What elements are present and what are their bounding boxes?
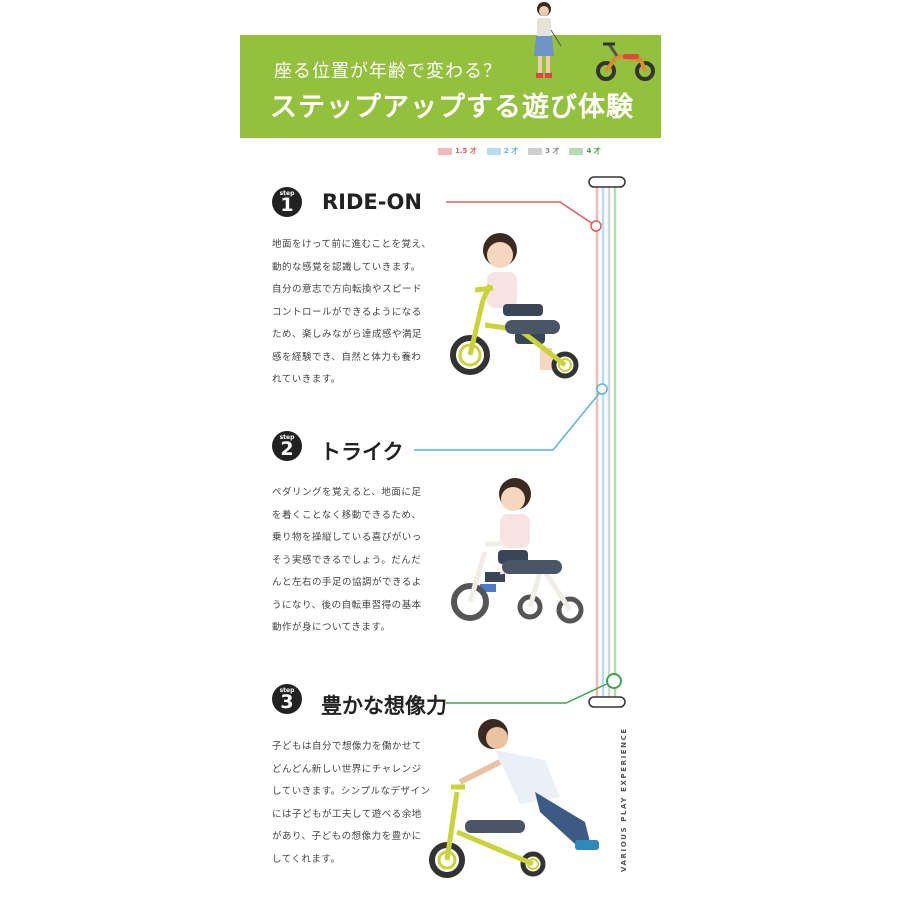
legend-swatch (569, 147, 584, 155)
step1-child-photo (450, 233, 579, 379)
step1-body: 地面をけって前に進むことを覚え、 動的な感覚を認識していきます。 自分の意志で方… (272, 234, 450, 392)
connector-step3 (446, 680, 614, 704)
legend-swatch (438, 147, 452, 155)
step3-child-photo (429, 719, 599, 878)
step2-badge: step 2 (272, 431, 302, 461)
step3-title: 豊かな想像力 (321, 694, 447, 718)
text-line: 動作が身についてきます。 (272, 622, 391, 633)
girl-photo (534, 2, 561, 78)
legend-label: 4 才 (586, 147, 601, 155)
connector-step1 (446, 201, 597, 227)
connector-dot-step1 (590, 220, 602, 232)
legend-swatch (486, 147, 501, 155)
legend-swatch (528, 147, 543, 155)
banner-title: ステップアップする遊び体験 (270, 92, 634, 123)
text-line: ペダリングを覚えると、地面に足 (272, 487, 422, 498)
step-word: step (279, 190, 295, 197)
text-line: 動的な感覚を認識していきます。 (272, 261, 421, 273)
text-line: 子どもは自分で想像力を働かせて (272, 741, 423, 752)
text-line: してくれます。 (272, 853, 341, 865)
legend-label: 2 才 (503, 147, 519, 155)
age-legend: 1.5 才 2 才 3 才 4 才 (438, 145, 601, 157)
text-line: には子どもが工夫して遊べる余地 (272, 808, 422, 820)
text-line: れていきます。 (272, 374, 341, 385)
text-line: コントロールができるようになる (272, 306, 422, 318)
step-number: 3 (280, 691, 294, 713)
connector-step2 (414, 389, 603, 451)
side-tag: VARIOUS PLAY EXPERIENCE (620, 727, 630, 872)
text-line: 乗り物を操縦している喜びがいっ (272, 532, 422, 543)
legend-label: 3 才 (545, 147, 560, 155)
legend-label: 1.5 才 (455, 147, 477, 155)
step-word: step (279, 687, 295, 694)
step2-child-photo (451, 478, 584, 624)
side-tag-text: VARIOUS PLAY EXPERIENCE (620, 727, 628, 872)
legend-item-1: 1.5 才 (438, 146, 477, 156)
pole-bottom-cap (588, 696, 626, 708)
step3-body: 子どもは自分で想像力を働かせて どんどん新しい世界にチャレンジ していきます。シ… (272, 736, 450, 871)
text-line: を着くことなく移動できるため、 (272, 509, 422, 521)
step-number: 1 (280, 194, 294, 216)
text-line: そう実感できるでしょう。だんだ (272, 554, 422, 566)
step2-title: トライク (320, 440, 404, 464)
step-number: 2 (280, 438, 294, 460)
step-word: step (279, 434, 295, 441)
text-line: どんどん新しい世界にチャレンジ (272, 763, 422, 775)
text-line: 地面をけって前に進むことを覚え、 (272, 239, 432, 250)
text-line: うになり、後の自転車習得の基本 (272, 599, 422, 611)
mini-bike-photo (596, 42, 655, 81)
step1-title: RIDE-ON (322, 190, 422, 214)
legend-item-3: 3 才 (528, 146, 559, 156)
text-line: 自分の意志で方向転換やスピード (272, 284, 423, 295)
text-line: していきます。シンプルなデザイン (272, 786, 431, 797)
text-line: ため、楽しみながら達成感や満足 (272, 329, 423, 340)
banner-subtitle: 座る位置が年齢で変わる？ (274, 61, 502, 82)
step2-body: ペダリングを覚えると、地面に足 を着くことなく移動できるため、 乗り物を操縦して… (272, 482, 450, 640)
step3-badge: step 3 (272, 684, 302, 714)
pole-top-cap (588, 176, 626, 188)
legend-item-2: 2 才 (486, 146, 519, 156)
step1-badge: step 1 (272, 187, 302, 217)
text-line: があり、子どもの想像力を豊かに (272, 831, 422, 842)
connector-dot-step3 (606, 673, 622, 689)
text-line: んと左右の手足の協調ができるよ (272, 577, 422, 588)
legend-item-4: 4 才 (569, 146, 601, 156)
text-line: 感を経験でき、自然と体力も養わ (272, 351, 422, 363)
connector-dot-step2 (596, 383, 608, 395)
header-banner: 座る位置が年齢で変わる？ ステップアップする遊び体験 (240, 35, 661, 138)
